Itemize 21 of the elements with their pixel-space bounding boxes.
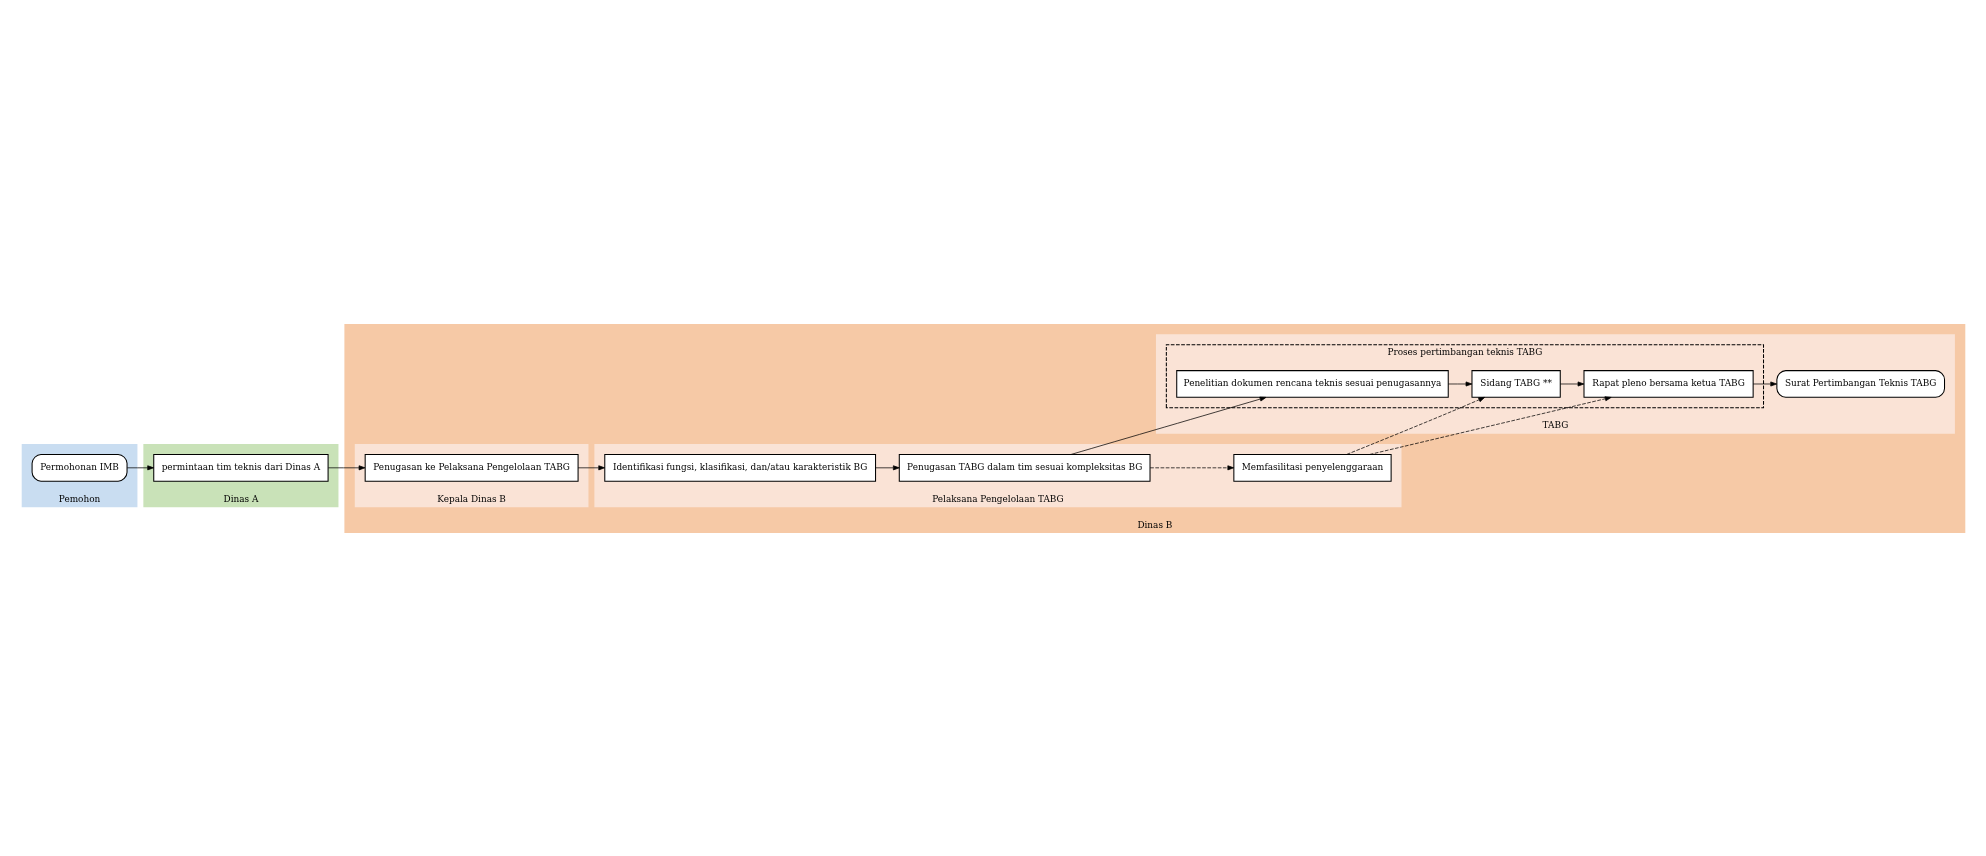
arrow	[1447, 381, 1472, 386]
node-box: Surat Pertimbangan Teknis TABG	[1775, 369, 1945, 398]
node-box: Penelitian dokumen rencana teknis sesuai penugasannya	[1175, 369, 1449, 398]
arrow	[1752, 381, 1777, 386]
node-box: Identifikasi fungsi, klasifikasi, dan/atau karakteristik BG	[603, 453, 876, 482]
arrow	[1368, 395, 1612, 455]
arrow	[1346, 396, 1485, 455]
arrow	[577, 464, 605, 470]
node-box: Permohonan IMB	[31, 453, 128, 482]
arrow	[874, 464, 900, 470]
node-box: Penugasan TABG dalam tim sesuai kompleksitas BG	[898, 453, 1151, 482]
arrow	[1559, 381, 1584, 386]
node-box: Memfasilitasi penyelenggaraan	[1232, 453, 1392, 482]
arrow	[327, 464, 365, 470]
node-box: Penugasan ke Pelaksana Pengelolaan TABG	[364, 453, 579, 482]
node-box: Sidang TABG **	[1470, 369, 1561, 398]
arrow	[1149, 464, 1234, 470]
arrow	[1070, 396, 1266, 455]
arrow	[126, 464, 154, 470]
node-box: Rapat pleno bersama ketua TABG	[1583, 369, 1754, 398]
node-box: permintaan tim teknis dari Dinas A	[152, 453, 329, 482]
